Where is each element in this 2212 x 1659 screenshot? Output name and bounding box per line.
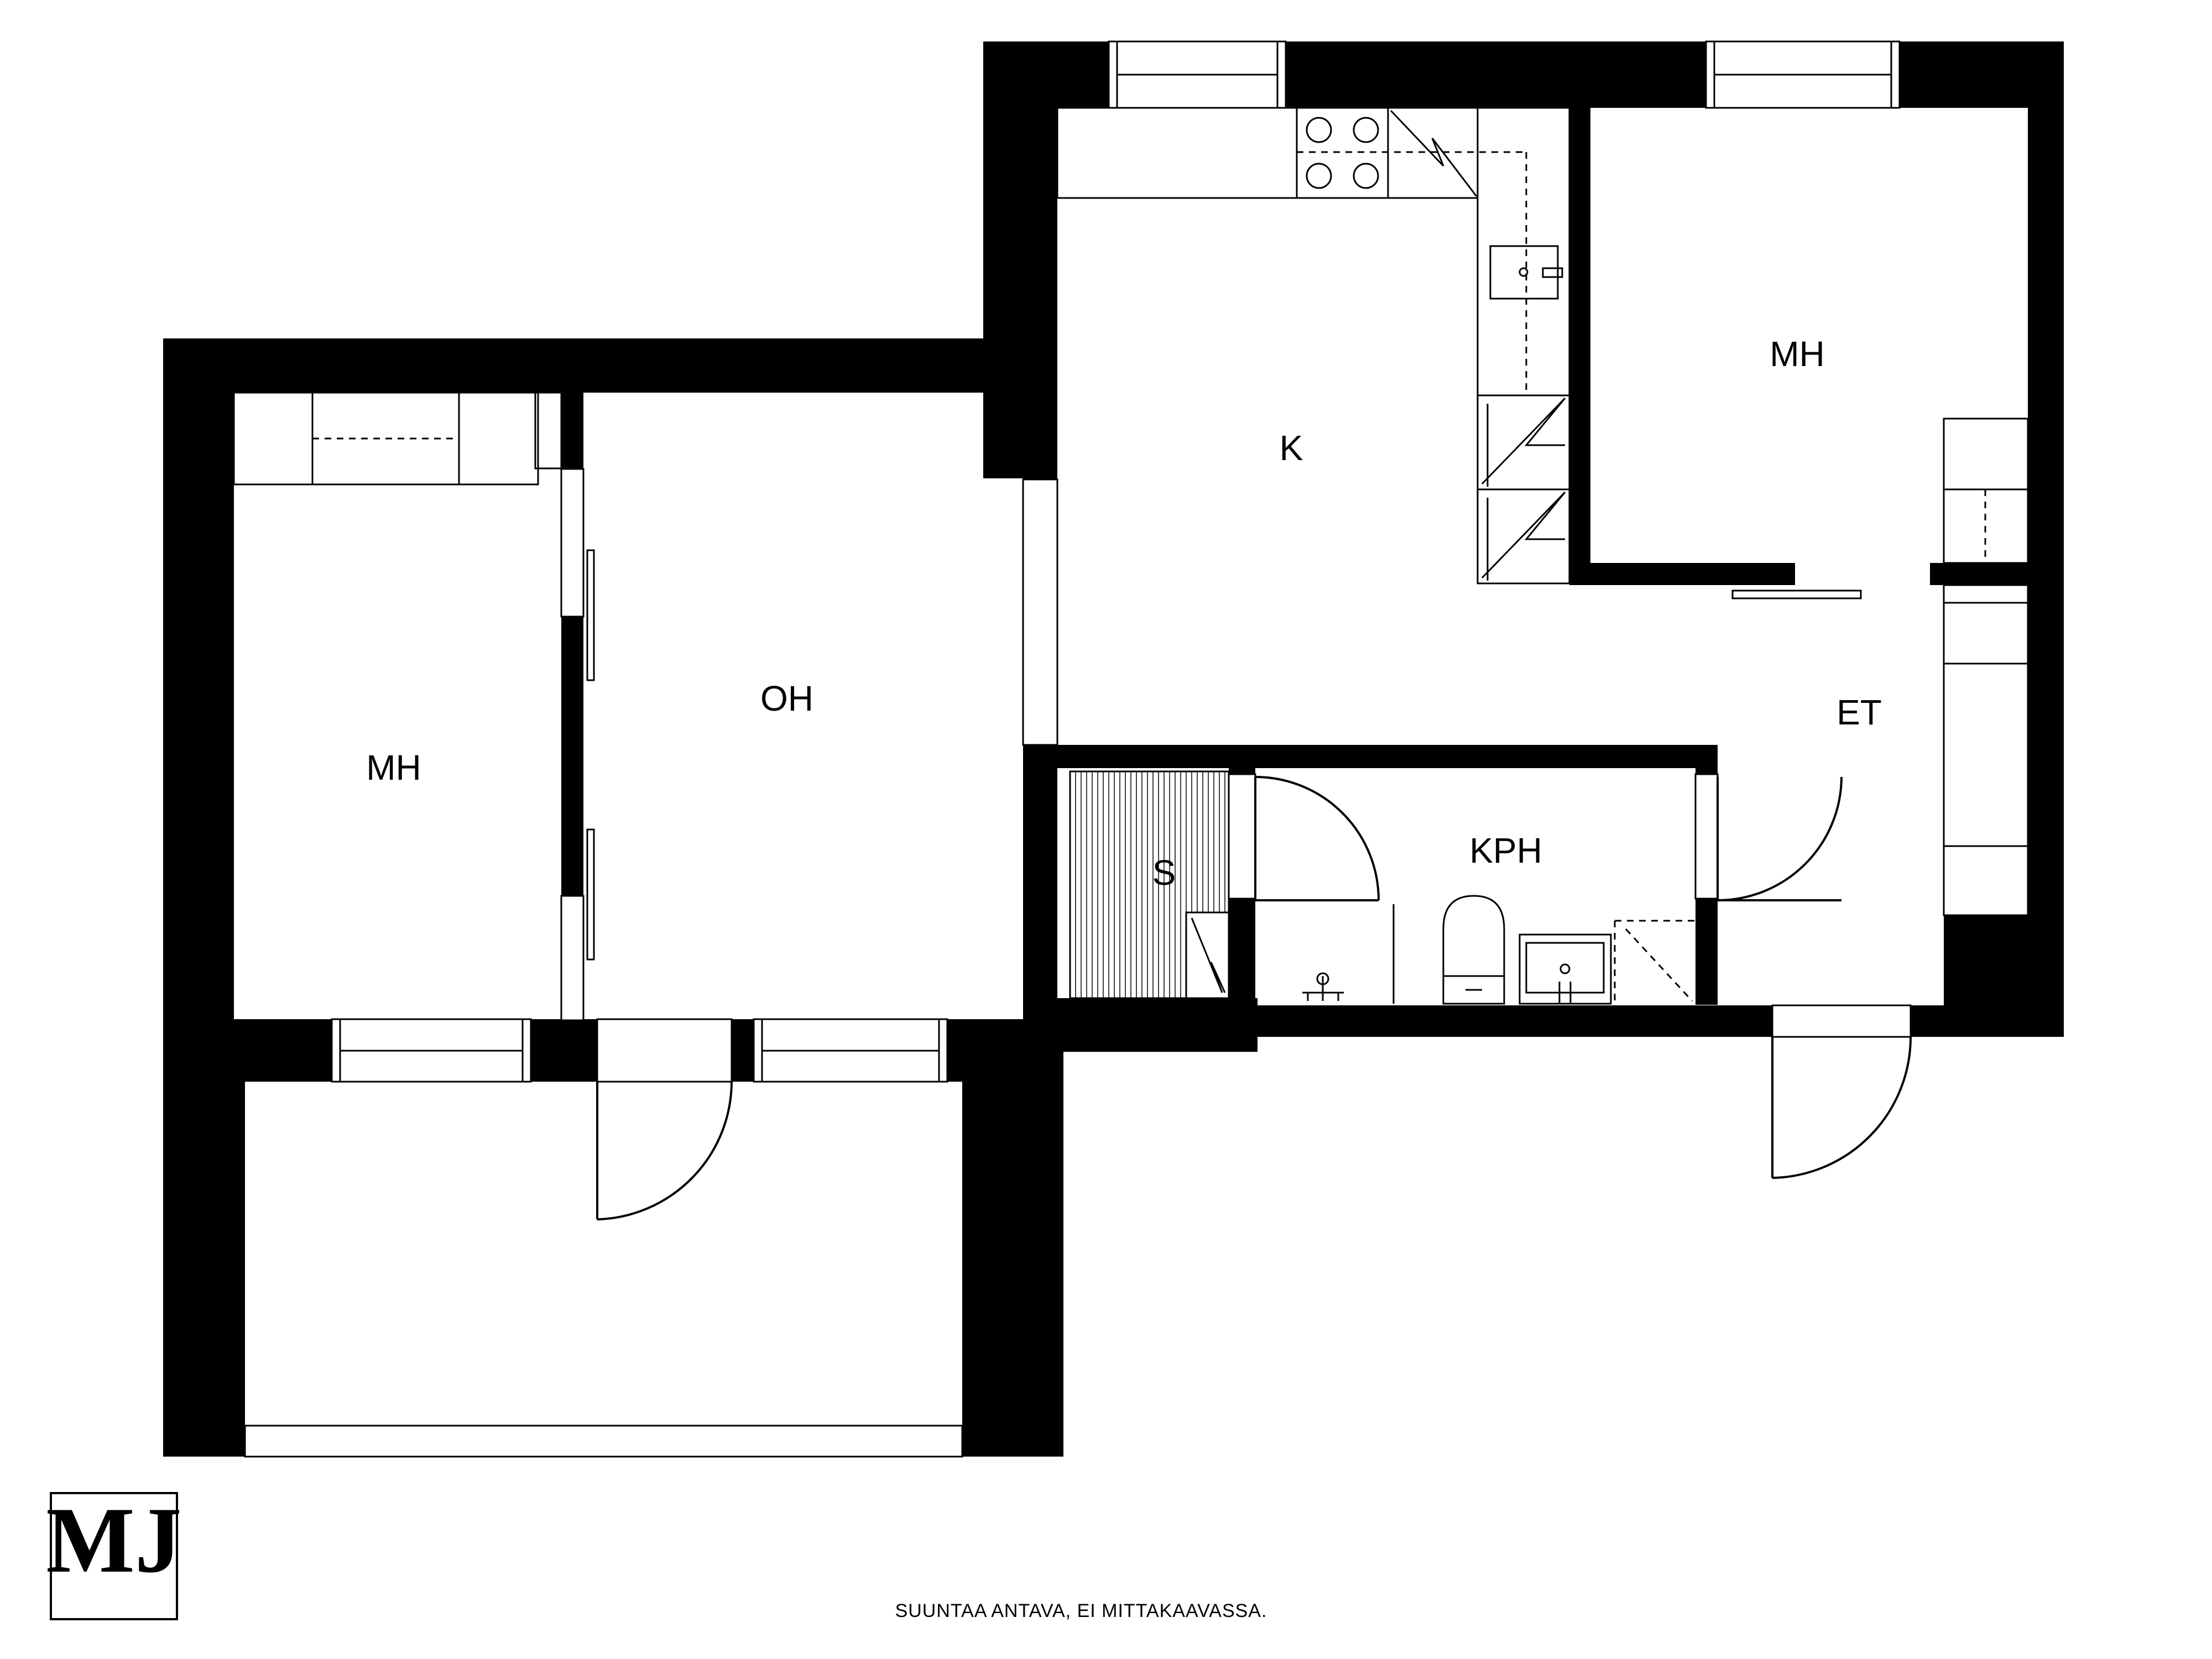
room-labels: K MH MH OH ET KPH S (366, 334, 1882, 893)
wall-bath-top (1023, 745, 1718, 768)
wall-left-block-bottom-c (732, 1019, 754, 1082)
disclaimer-text: SUUNTAA ANTAVA, EI MITTAKAAVASSA. (895, 1600, 1267, 1621)
wall-left-block-bottom-b (531, 1019, 597, 1082)
entrance-opening (1771, 1004, 1912, 1038)
sliding-door-bedroom-right (1731, 589, 1862, 599)
wardrobe-entrance (1943, 584, 2029, 916)
window-living (753, 1018, 948, 1083)
wardrobe-bedroom-right (1943, 418, 2029, 564)
door-entrance (1771, 1036, 1912, 1179)
burner-icon (1306, 163, 1332, 189)
kitchen-sink (1489, 245, 1559, 300)
shower-mixer-icon (1302, 972, 1344, 1001)
room-label-bathroom: KPH (1469, 831, 1542, 870)
sliding-doors-living (560, 468, 595, 1021)
toilet-icon (1442, 895, 1505, 1005)
balcony-door-opening (596, 1018, 733, 1083)
burner-icon (1353, 163, 1379, 189)
door-balcony (596, 1081, 733, 1220)
windows (244, 40, 1912, 1458)
wall-bedroom-right-bottom-b (1930, 563, 2028, 585)
wall-bath-bottom-2 (1255, 1005, 1532, 1037)
sauna-benches (1069, 770, 1230, 999)
walls (163, 41, 2064, 1457)
door-bathroom (1694, 773, 1843, 901)
wall-bedroom-right-left (1569, 108, 1590, 583)
wall-bedroom-right-bottom-a (1569, 563, 1795, 585)
kitchen-counter (1056, 107, 1571, 585)
room-label-kitchen: K (1280, 428, 1303, 468)
wall-living-right-bottom (1023, 745, 1057, 1032)
room-label-sauna: S (1152, 853, 1176, 893)
wall-balcony-right (962, 1019, 1063, 1456)
room-label-living-room: OH (760, 679, 813, 718)
burner-icon (1353, 117, 1379, 143)
living-room-opening (1022, 478, 1058, 746)
window-kitchen (1108, 40, 1287, 109)
room-label-bedroom-right: MH (1770, 334, 1825, 374)
fridge (1387, 107, 1479, 199)
tall-cabinet (1477, 488, 1571, 585)
door-sauna (1228, 773, 1380, 901)
burner-icon (1306, 117, 1332, 143)
doors (596, 773, 1912, 1220)
room-label-bedroom-left: MH (366, 748, 421, 787)
bathroom-fixtures (1302, 895, 1695, 1005)
wall-between-rooms-top (561, 338, 583, 469)
window-bedroom-left (331, 1018, 532, 1083)
balcony-railing (244, 1425, 963, 1458)
wall-top-left (163, 338, 1057, 393)
bathroom-sink (1519, 933, 1612, 1005)
logo: MJ (46, 1488, 182, 1620)
wall-between-rooms-mid (561, 617, 583, 896)
window-bedroom-right (1705, 40, 1901, 109)
wall-living-right-top (1023, 338, 1057, 479)
wall-balcony-left (163, 1019, 245, 1456)
wardrobe-bedroom-left (233, 392, 562, 486)
room-label-entrance: ET (1837, 692, 1882, 732)
wall-right-outer (2028, 41, 2064, 1037)
logo-text: MJ (46, 1488, 181, 1592)
